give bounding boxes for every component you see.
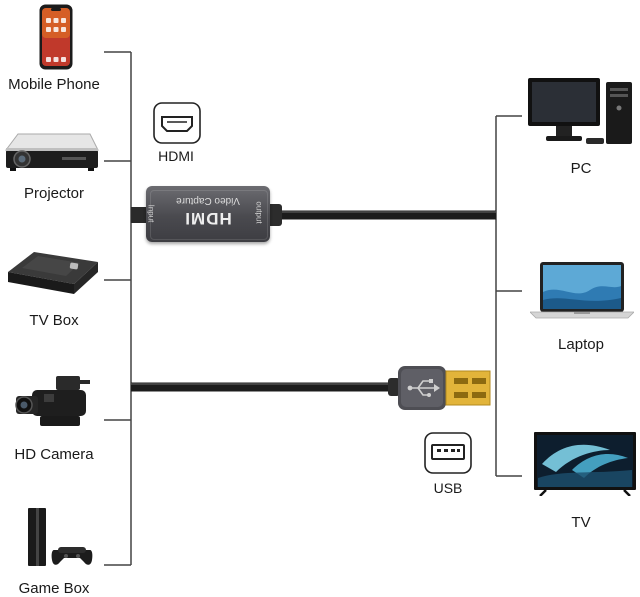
desktop-pc-icon [526, 76, 634, 148]
game-console-icon [24, 506, 94, 570]
output-bracket [495, 115, 522, 477]
hdmi-cable [131, 204, 496, 226]
usb-label: USB [433, 480, 463, 496]
usb-port-icon [424, 432, 472, 474]
tv-icon [532, 430, 638, 496]
tv-box-icon [4, 248, 100, 298]
projector-icon [4, 128, 100, 174]
hdmi-label: HDMI [158, 148, 194, 164]
source-label-tv-box: TV Box [29, 312, 79, 329]
source-bracket [104, 51, 132, 566]
hdmi-port-icon [153, 102, 201, 144]
mobile-phone-icon [39, 4, 73, 70]
source-label-projector: Projector [23, 185, 85, 202]
laptop-icon [530, 260, 634, 320]
adapter-subtitle-text: Video Capture [176, 195, 240, 206]
output-label-tv: TV [571, 514, 591, 531]
usb-plug [398, 366, 494, 410]
capture-adapter: HDMI Video Capture Input output [146, 186, 270, 242]
source-label-game-box: Game Box [18, 580, 90, 597]
adapter-brand-text: HDMI [184, 209, 232, 228]
hd-camera-icon [14, 372, 94, 432]
usb-cable [131, 378, 400, 396]
adapter-input-text: Input [146, 204, 156, 223]
output-label-laptop: Laptop [558, 336, 604, 353]
source-label-mobile-phone: Mobile Phone [8, 76, 100, 93]
adapter-output-text: output [254, 201, 264, 224]
source-label-hd-camera: HD Camera [14, 446, 94, 463]
output-label-pc: PC [570, 160, 592, 177]
